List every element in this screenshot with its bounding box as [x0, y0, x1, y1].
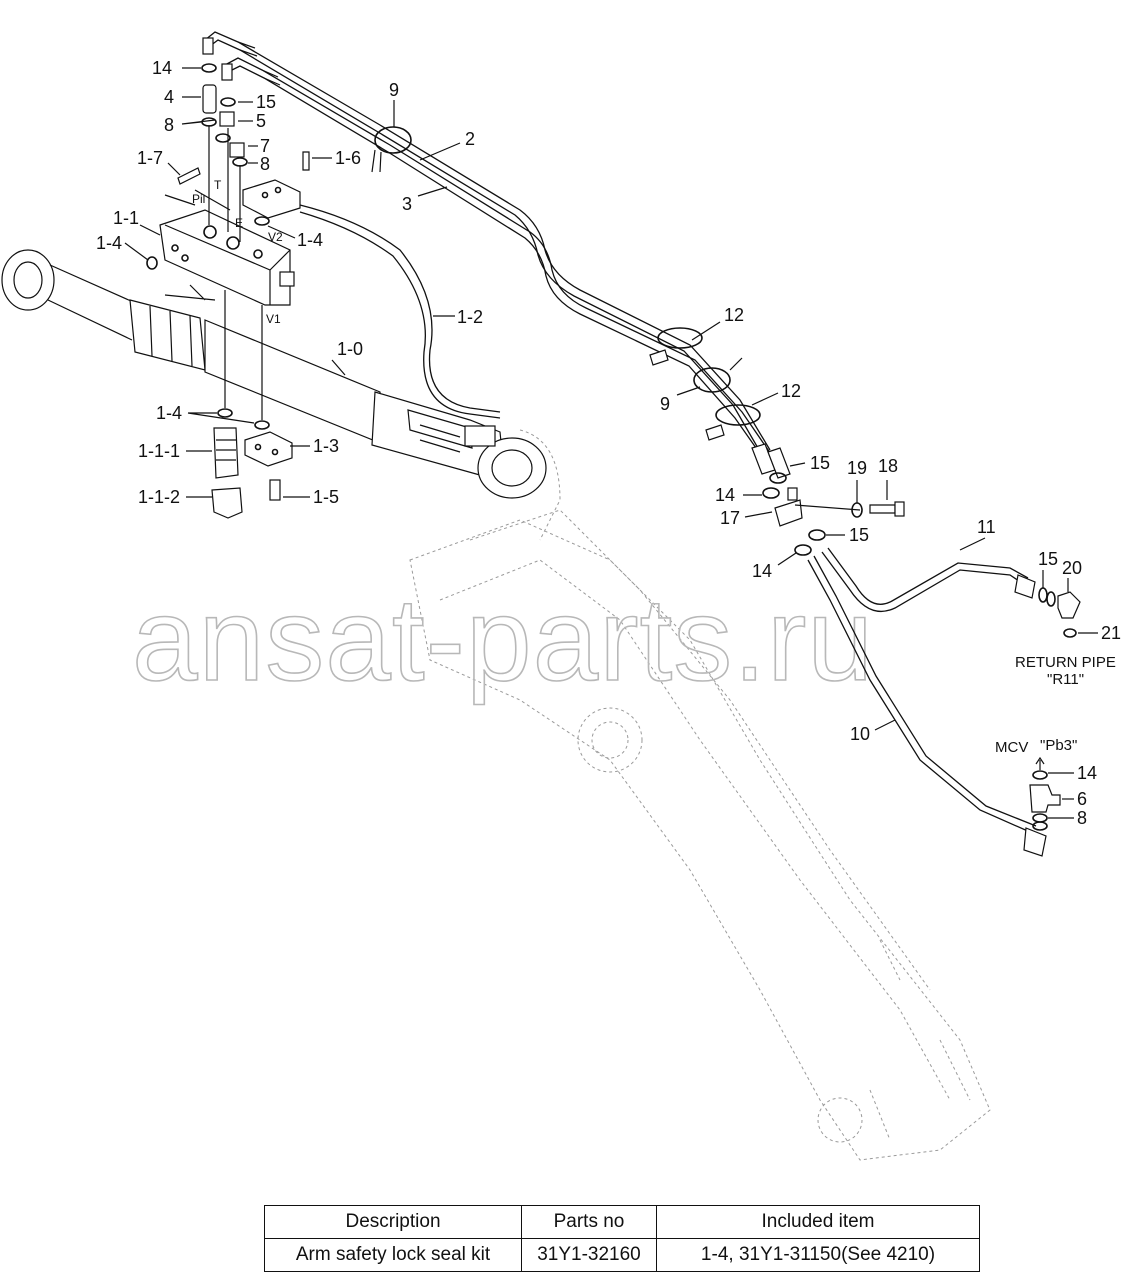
table-header-row: Description Parts no Included item — [264, 1205, 980, 1239]
label-7: 7 — [260, 136, 270, 156]
label-1-4-lower: 1-4 — [156, 403, 182, 423]
fittings-column — [146, 63, 310, 420]
pipes-2-3 — [202, 31, 791, 479]
label-1-1-2: 1-1-2 — [138, 487, 180, 507]
label-18: 18 — [878, 456, 898, 476]
callout-labels: 14 4 15 8 5 7 8 1-6 1-7 Pil T E V2 V1 1-… — [96, 58, 1121, 828]
clamps — [371, 126, 761, 441]
label-15-upper: 15 — [810, 453, 830, 473]
label-v1: V1 — [266, 312, 281, 326]
label-15: 15 — [256, 92, 276, 112]
label-2: 2 — [465, 129, 475, 149]
leader-lines — [124, 67, 1098, 819]
label-1-1: 1-1 — [113, 208, 139, 228]
label-5: 5 — [256, 111, 266, 131]
label-17: 17 — [720, 508, 740, 528]
label-1-1-1: 1-1-1 — [138, 441, 180, 461]
cell-description: Arm safety lock seal kit — [264, 1238, 522, 1272]
label-v2: V2 — [268, 230, 283, 244]
label-14-mid: 14 — [715, 485, 735, 505]
label-1-4-left: 1-4 — [96, 233, 122, 253]
label-14: 14 — [152, 58, 172, 78]
label-10: 10 — [850, 724, 870, 744]
table-row: Arm safety lock seal kit 31Y1-32160 1-4,… — [264, 1238, 980, 1272]
label-8b: 8 — [260, 154, 270, 174]
label-15-right: 15 — [1038, 549, 1058, 569]
label-1-2: 1-2 — [457, 307, 483, 327]
cylinder-assembly — [1, 249, 547, 499]
label-pil: Pil — [192, 192, 205, 206]
cell-parts-no: 31Y1-32160 — [521, 1238, 657, 1272]
label-6: 6 — [1077, 789, 1087, 809]
label-3: 3 — [402, 194, 412, 214]
return-pipe-code: "R11" — [1047, 671, 1084, 688]
label-1-7: 1-7 — [137, 148, 163, 168]
label-15-lower: 15 — [849, 525, 869, 545]
safety-valve-block — [159, 179, 301, 306]
label-19: 19 — [847, 458, 867, 478]
parts-table: Description Parts no Included item Arm s… — [264, 1205, 980, 1272]
label-8: 8 — [164, 115, 174, 135]
cell-included-item: 1-4, 31Y1-31150(See 4210) — [656, 1238, 980, 1272]
mcv-label: MCV — [995, 739, 1028, 756]
label-12-top: 12 — [724, 305, 744, 325]
label-9-top: 9 — [389, 80, 399, 100]
label-1-6: 1-6 — [335, 148, 361, 168]
label-t: T — [214, 178, 222, 192]
pb3-label: "Pb3" — [1040, 737, 1077, 754]
label-4: 4 — [164, 87, 174, 107]
label-14-mcv: 14 — [1077, 763, 1097, 783]
lower-fittings — [211, 408, 293, 519]
label-12-mid: 12 — [781, 381, 801, 401]
label-1-0: 1-0 — [337, 339, 363, 359]
label-1-4-right: 1-4 — [297, 230, 323, 250]
label-1-3: 1-3 — [313, 436, 339, 456]
hose-1-2-inner — [299, 211, 501, 419]
label-8-mcv: 8 — [1077, 808, 1087, 828]
hose-1-2 — [299, 204, 501, 413]
bracket-assembly — [762, 472, 905, 556]
label-21: 21 — [1101, 623, 1121, 643]
boom-outline — [409, 429, 991, 1161]
label-20: 20 — [1062, 558, 1082, 578]
label-e: E — [235, 216, 243, 230]
label-9-mid: 9 — [660, 394, 670, 414]
header-description: Description — [264, 1205, 522, 1239]
label-1-5: 1-5 — [313, 487, 339, 507]
mcv-fittings — [1029, 756, 1061, 831]
return-pipe-label: RETURN PIPE — [1015, 654, 1116, 671]
watermark-text: ansat-parts.ru — [132, 574, 874, 706]
header-included-item: Included item — [656, 1205, 980, 1239]
label-11: 11 — [977, 517, 996, 537]
label-14-lower: 14 — [752, 561, 772, 581]
header-parts-no: Parts no — [521, 1205, 657, 1239]
